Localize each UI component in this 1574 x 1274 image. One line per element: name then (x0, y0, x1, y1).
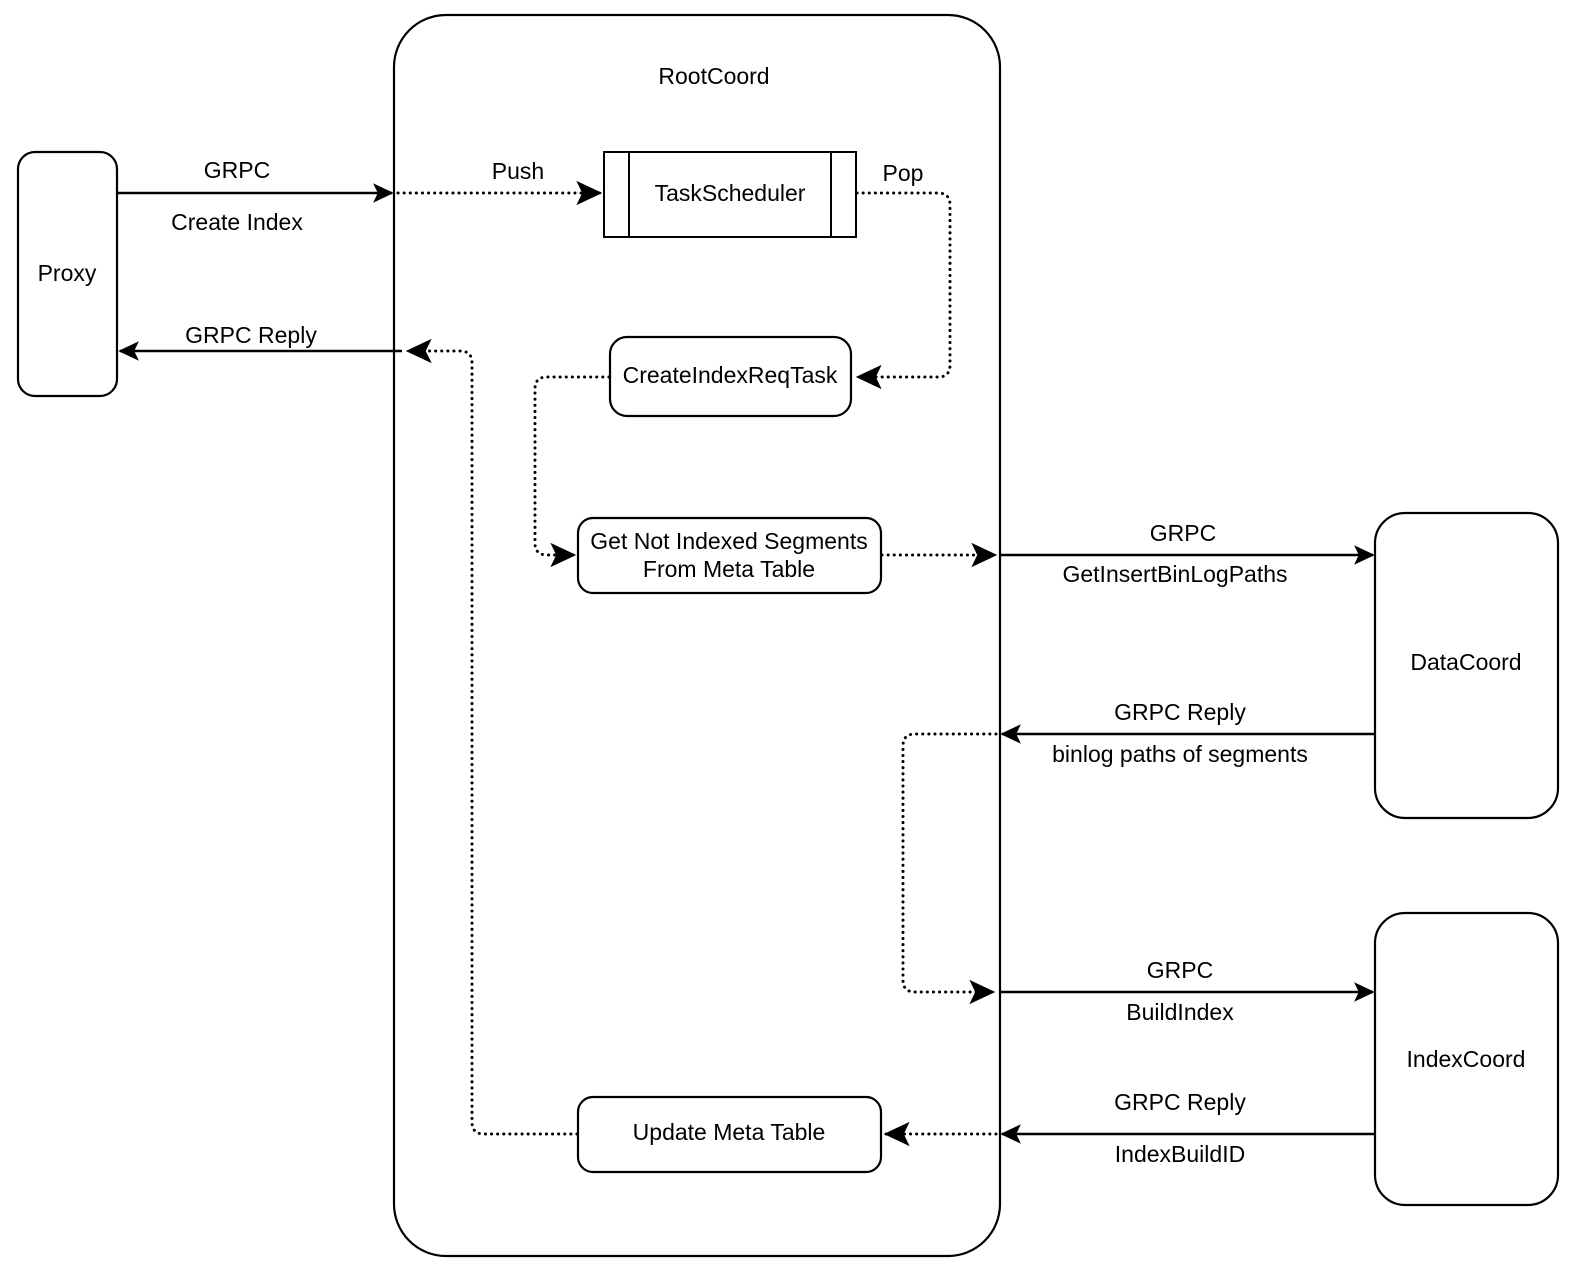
edge-push-label: Push (492, 158, 544, 184)
edge-pop-label: Pop (883, 160, 924, 186)
edge-proxy-to-rootcoord-label-line2: Create Index (171, 209, 303, 235)
edge-rootcoord-to-proxy-label: GRPC Reply (185, 322, 317, 348)
node-proxy[interactable]: Proxy (16, 150, 119, 398)
edge-rootcoord-to-datacoord: GRPC GetInsertBinLogPaths (999, 520, 1375, 587)
node-create-index-req-task[interactable]: CreateIndexReqTask (608, 335, 853, 418)
edge-rootcoord-to-proxy: GRPC Reply (118, 322, 402, 361)
node-update-meta-table[interactable]: Update Meta Table (576, 1095, 883, 1174)
edge-datacoord-to-rootcoord-label-line2: binlog paths of segments (1052, 741, 1308, 767)
edge-pop: Pop (855, 160, 952, 390)
node-create-index-req-task-label: CreateIndexReqTask (623, 362, 838, 388)
node-index-coord[interactable]: IndexCoord (1373, 911, 1560, 1207)
edge-indexcoord-to-rootcoord-label-line2: IndexBuildID (1115, 1141, 1245, 1167)
edge-datacoord-to-rootcoord-label-line1: GRPC Reply (1114, 699, 1246, 725)
edge-push: Push (396, 158, 603, 206)
node-get-not-indexed-segments-label-line1: Get Not Indexed Segments (590, 528, 867, 554)
rootcoord-title: RootCoord (658, 63, 769, 89)
edge-rootcoord-to-indexcoord: GRPC BuildIndex (999, 957, 1375, 1025)
node-data-coord-label: DataCoord (1410, 649, 1521, 675)
node-get-not-indexed-segments[interactable]: Get Not Indexed Segments From Meta Table (576, 516, 883, 595)
edge-datacoord-to-rootcoord: GRPC Reply binlog paths of segments (1000, 699, 1374, 767)
node-update-meta-table-label: Update Meta Table (633, 1119, 826, 1145)
node-data-coord[interactable]: DataCoord (1373, 511, 1560, 820)
edge-proxy-to-rootcoord: GRPC Create Index (118, 157, 394, 235)
node-task-scheduler-label: TaskScheduler (655, 180, 806, 206)
node-index-coord-label: IndexCoord (1407, 1046, 1526, 1072)
edge-proxy-to-rootcoord-label-line1: GRPC (204, 157, 270, 183)
node-proxy-label: Proxy (38, 260, 97, 286)
edge-rootcoord-to-datacoord-label-line1: GRPC (1150, 520, 1216, 546)
node-task-scheduler[interactable]: TaskScheduler (603, 151, 857, 238)
node-get-not-indexed-segments-label-line2: From Meta Table (643, 556, 815, 582)
edge-rootcoord-to-datacoord-label-line2: GetInsertBinLogPaths (1062, 561, 1287, 587)
edge-internal-binlog-to-buildindex (901, 732, 998, 1005)
edge-create-index-req-task-to-get-not-indexed-segments (533, 375, 611, 568)
edge-rootcoord-to-indexcoord-label-line2: BuildIndex (1126, 999, 1234, 1025)
edge-rootcoord-to-indexcoord-label-line1: GRPC (1147, 957, 1213, 983)
edge-indexcoord-to-rootcoord-label-line1: GRPC Reply (1114, 1089, 1246, 1115)
edge-update-meta-table-to-grpc-reply (405, 338, 579, 1136)
rootcoord-container: RootCoord (392, 13, 1002, 1258)
edge-indexcoord-to-rootcoord: GRPC Reply IndexBuildID (1000, 1089, 1374, 1167)
